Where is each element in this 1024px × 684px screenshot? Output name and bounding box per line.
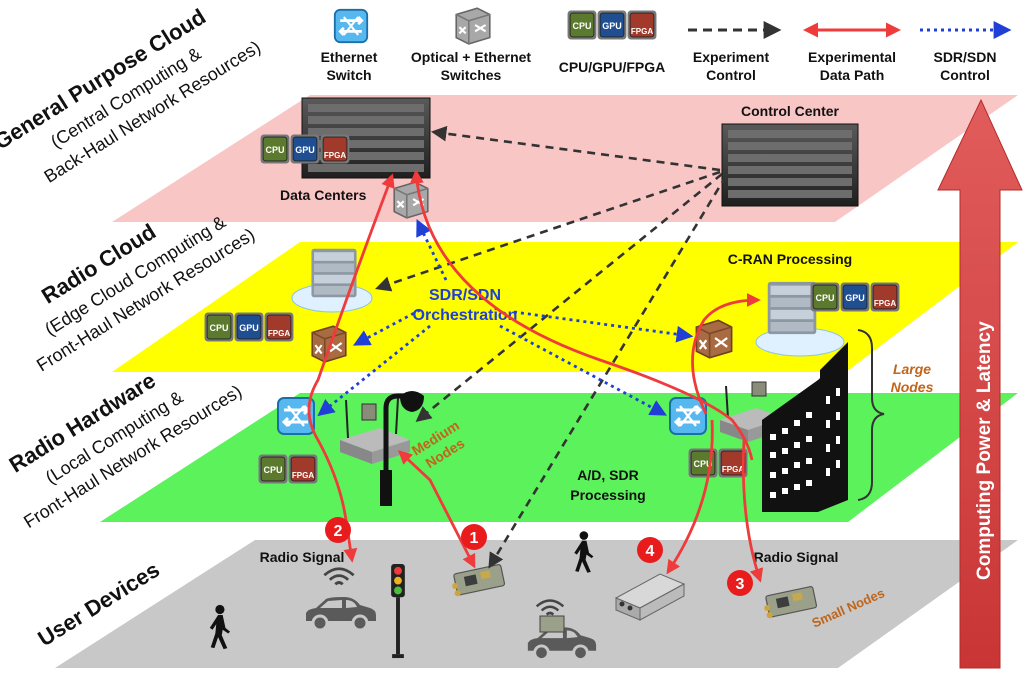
control-center-rack: [721, 123, 859, 207]
layer-user-devices-plane: [55, 540, 1018, 668]
computing-axis-label: Computing Power & Latency: [974, 321, 995, 580]
legend-data-path-2: Data Path: [820, 67, 885, 83]
layer-general-cloud-plane: [112, 95, 1018, 222]
brown-switch-icon: [311, 325, 347, 363]
data-path-cran: [691, 293, 761, 415]
chip-label-gpu: GPU: [602, 21, 622, 31]
radio-hardware-chips: CPU FPGA: [258, 454, 318, 484]
radio-cloud-chips: CPU GPU FPGA: [204, 312, 294, 342]
ad-sdr-label-1: A/D, SDR: [577, 467, 638, 483]
legend-optical-2: Switches: [441, 67, 502, 83]
legend-cpu-gpu-fpga: CPU/GPU/FPGA: [559, 59, 666, 75]
marker-4-text: 4: [646, 543, 655, 560]
office-building-icon: [762, 342, 848, 512]
radio-signal-right-label: Radio Signal: [754, 549, 839, 565]
orchestration-label-1: SDR/SDN: [429, 287, 501, 304]
large-nodes-label-2: Nodes: [891, 379, 934, 395]
legend-chip-group: CPU GPU FPGA: [567, 10, 657, 40]
legend-ethernet-switch-1: Ethernet: [321, 49, 378, 65]
chip-label-fpga: FPGA: [874, 299, 896, 308]
legend: Ethernet Switch Optical + Ethernet Switc…: [321, 7, 1012, 83]
legend-sdr-sdn-2: Control: [940, 67, 990, 83]
chip-label-cpu: CPU: [572, 21, 591, 31]
marker-4: 4: [637, 537, 663, 563]
control-to-edge-server: [375, 170, 721, 292]
marker-3-text: 3: [736, 576, 745, 593]
radio-signal-left-label: Radio Signal: [260, 549, 345, 565]
orchestration-label-2: Orchestration: [413, 307, 518, 324]
legend-ethernet-switch-2: Switch: [326, 67, 371, 83]
large-nodes-brace: [857, 329, 885, 501]
ad-sdr-label-2: Processing: [570, 487, 645, 503]
legend-data-path-1: Experimental: [808, 49, 896, 65]
data-path-4: [666, 419, 714, 575]
chip-label-fpga: FPGA: [324, 151, 346, 160]
marker-2-text: 2: [334, 523, 343, 540]
chip-label-gpu: GPU: [295, 145, 315, 155]
chip-label-cpu: CPU: [815, 293, 834, 303]
chip-label-cpu: CPU: [209, 323, 228, 333]
computing-power-latency-arrow: Computing Power & Latency: [937, 98, 1023, 669]
cran-server: [755, 281, 845, 357]
legend-experiment-control-2: Control: [706, 67, 756, 83]
legend-experiment-control-1: Experiment: [693, 49, 770, 65]
data-centers-label: Data Centers: [280, 187, 367, 203]
control-to-medium-node: [415, 172, 723, 422]
legend-sdr-sdn-1: SDR/SDN: [933, 49, 996, 65]
chip-label-gpu: GPU: [845, 293, 865, 303]
experiment-control-arrows: [375, 125, 728, 569]
large-nodes-label-1: Large: [893, 361, 931, 377]
data-path-datacenter: [409, 169, 754, 461]
cran-chips: CPU GPU FPGA: [810, 282, 900, 312]
chip-label-fpga: FPGA: [631, 27, 653, 36]
data-path-2: [307, 173, 395, 563]
control-to-datacenter: [430, 125, 721, 172]
sdr-enclosure-icon: [614, 573, 686, 621]
chip-label-cpu: CPU: [263, 465, 282, 475]
ethernet-switch-icon: [333, 8, 369, 44]
large-node-chips: CPU FPGA: [688, 448, 748, 478]
sdn-to-ethernet-right: [499, 324, 667, 416]
marker-3: 3: [727, 570, 753, 596]
experimental-data-path-arrows: [307, 169, 764, 583]
control-center-label: Control Center: [741, 103, 840, 119]
control-to-user-sdr: [488, 175, 728, 569]
chip-label-fpga: FPGA: [268, 329, 290, 338]
data-center-chips: CPU GPU FPGA: [260, 134, 350, 164]
chip-label-cpu: CPU: [693, 459, 712, 469]
data-path-3: [741, 439, 764, 583]
car-sdr-board: [539, 615, 565, 633]
marker-2: 2: [325, 517, 351, 543]
optical-ethernet-switch-icon: [455, 7, 491, 45]
chip-label-fpga: FPGA: [292, 471, 314, 480]
data-path-1: [397, 450, 476, 569]
chip-label-fpga: FPGA: [722, 465, 744, 474]
cran-processing-label: C-RAN Processing: [728, 251, 852, 267]
legend-optical-1: Optical + Ethernet: [411, 49, 532, 65]
sdn-to-brown-switch-right: [513, 310, 694, 343]
chip-label-cpu: CPU: [265, 145, 284, 155]
marker-1: 1: [461, 524, 487, 550]
chip-label-gpu: GPU: [239, 323, 259, 333]
marker-1-text: 1: [470, 530, 479, 547]
